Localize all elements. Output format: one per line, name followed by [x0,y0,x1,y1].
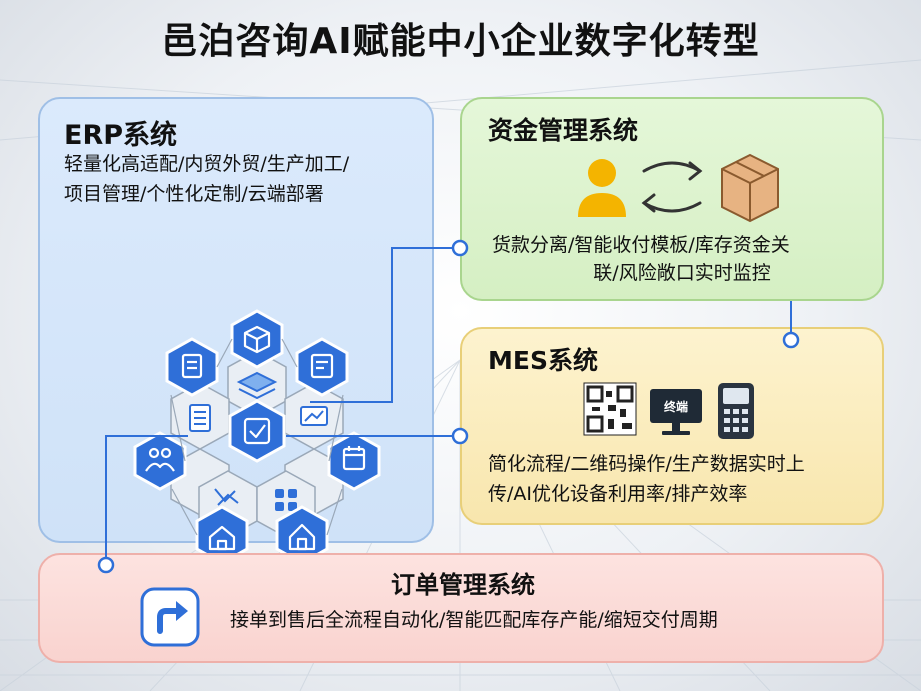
fund-description: 货款分离/智能收付模板/库存资金关 联/风险敞口实时监控 [492,231,872,287]
hex-node-check [228,399,286,463]
order-title: 订单管理系统 [391,571,535,599]
layers-icon [236,371,278,400]
mes-description: 简化流程/二维码操作/生产数据实时上 传/AI优化设备利用率/排产效率 [488,449,880,509]
qr-code-icon [583,382,637,436]
mes-desc-line1: 简化流程/二维码操作/生产数据实时上 [488,453,805,475]
mes-title: MES系统 [488,346,598,375]
forward-arrow-icon [140,587,200,647]
presentation-icon [300,406,328,426]
calendar-icon [342,446,366,471]
person-icon [578,159,626,217]
page-title: 邑泊咨询AI赋能中小企业数字化转型 [161,21,760,62]
erp-description: 轻量化高适配/内贸外贸/生产加工/ 项目管理/个性化定制/云端部署 [64,149,424,209]
terminal-label: 终端 [664,399,688,414]
terminal-monitor-icon: 终端 [650,389,702,435]
apps-grid-icon [275,489,297,511]
fund-desc-line2: 联/风险敞口实时监控 [593,262,771,284]
erp-desc-line2: 项目管理/个性化定制/云端部署 [64,183,324,205]
erp-panel: ERP系统 轻量化高适配/内贸外贸/生产加工/ 项目管理/个性化定制/云端部署 [38,97,434,565]
mes-panel: MES系统 终端 简化流程/二维码操作/生产数据实时 [460,327,884,525]
hexagon-network-diagram [133,309,381,565]
handshake-icon [214,488,239,506]
shop-icon [288,523,316,551]
order-description: 接单到售后全流程自动化/智能匹配库存产能/缩短交付周期 [230,609,718,631]
cube-icon [243,325,271,354]
hex-node-team [133,431,187,491]
hex-node-calendar [327,431,381,491]
invoice-icon [181,353,203,379]
handheld-terminal-icon [718,383,754,439]
exchange-arrows-icon [641,161,703,213]
erp-title: ERP系统 [64,120,178,151]
home-icon [208,525,236,551]
document-list-icon [189,404,211,432]
check-square-icon [243,417,271,445]
fund-illustration [578,153,779,223]
fund-title: 资金管理系统 [488,116,639,145]
package-box-icon [721,153,779,223]
erp-desc-line1: 轻量化高适配/内贸外贸/生产加工/ [64,153,350,175]
fund-desc-line1: 货款分离/智能收付模板/库存资金关 [492,234,790,256]
order-management-panel: 订单管理系统 接单到售后全流程自动化/智能匹配库存产能/缩短交付周期 [38,553,884,663]
fund-management-panel: 资金管理系统 货款分离/智能收付模板/库存资金关 联/风险敞口实时监控 [460,97,884,301]
mes-illustration: 终端 [583,382,754,439]
mes-desc-line2: 传/AI优化设备利用率/排产效率 [488,483,748,505]
